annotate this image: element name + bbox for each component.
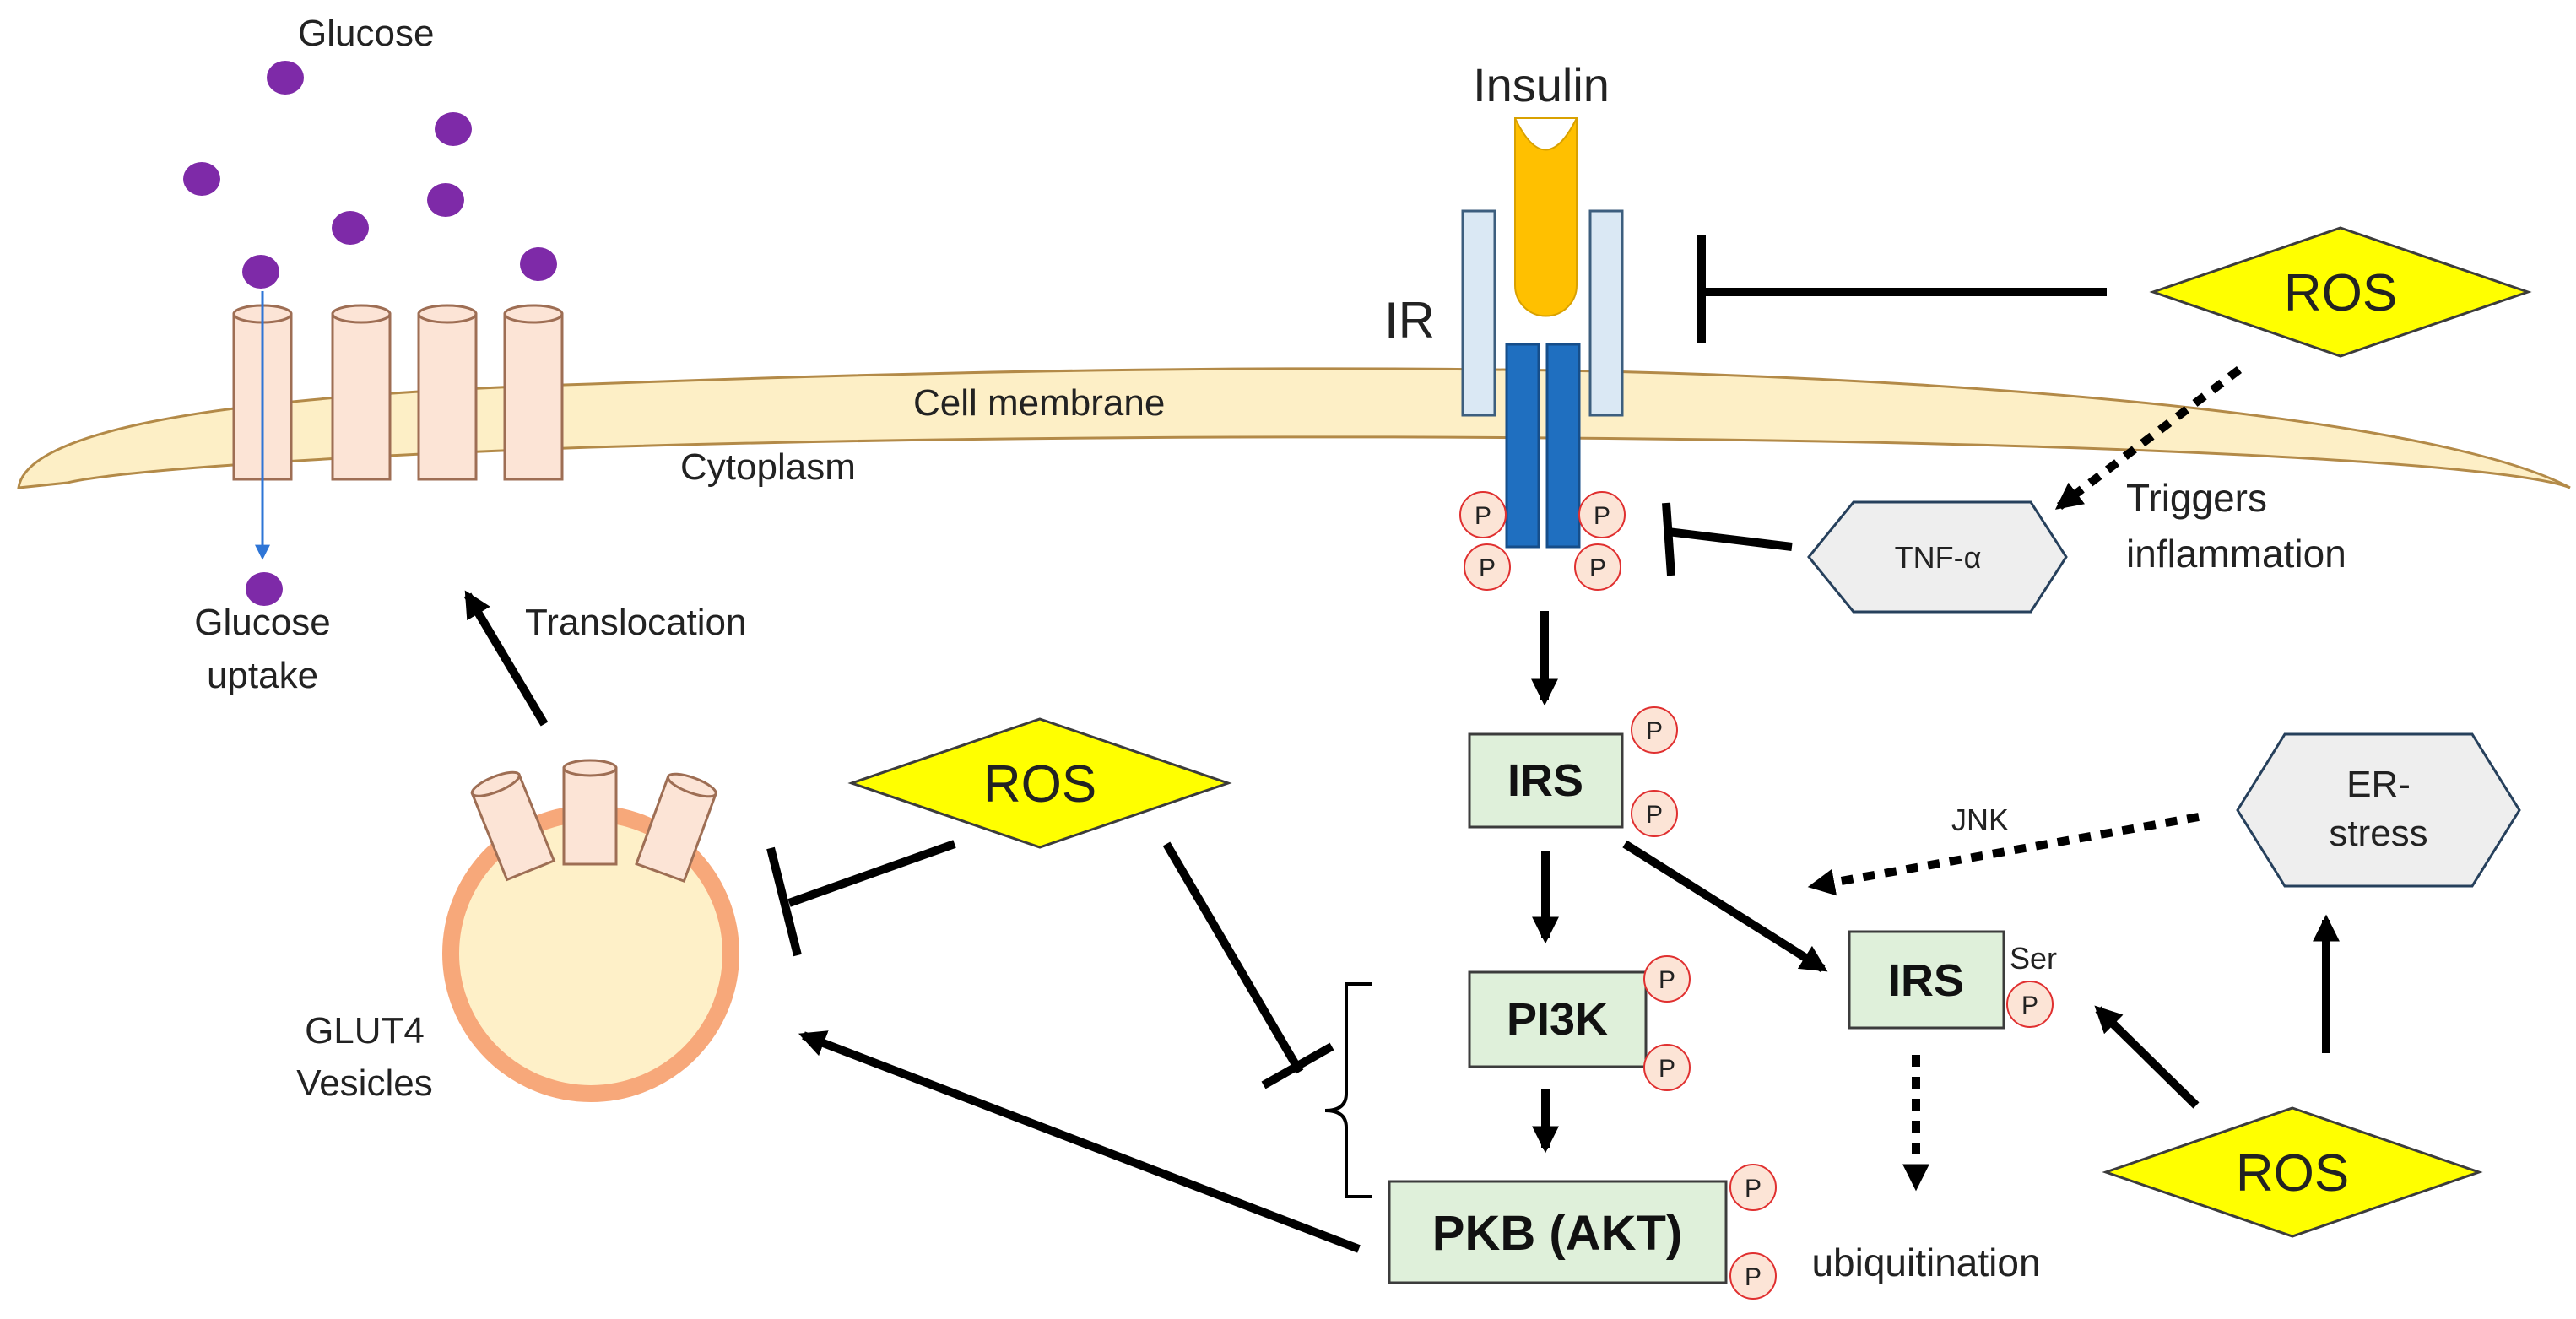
- phospho-circle: P: [1631, 790, 1678, 837]
- pi3k-label: PI3K: [1507, 994, 1608, 1045]
- insulin-label: Insulin: [1473, 58, 1610, 111]
- cytoplasm-label: Cytoplasm: [680, 446, 856, 488]
- receptor-alpha-right: [1588, 209, 1624, 417]
- irs-label: IRS: [1507, 755, 1583, 806]
- phospho-label: P: [1659, 966, 1675, 994]
- vesicle-glut4-channel: [635, 772, 717, 884]
- glut4-channel: [331, 304, 392, 481]
- tnf-alpha-label: TNF-α: [1895, 540, 1982, 575]
- receptor-beta-left: [1505, 343, 1540, 549]
- ros-triggers-tnf-arrow: [2054, 366, 2243, 510]
- irs-ser-label: IRS: [1888, 955, 1964, 1006]
- glut4-label-1: GLUT4: [305, 1010, 425, 1051]
- ubiquitination-label: ubiquitination: [1811, 1241, 2040, 1284]
- glucose-molecule: [332, 211, 369, 245]
- glucose-molecule: [267, 61, 304, 95]
- insulin-molecule: [1514, 117, 1578, 317]
- glucose-molecule: [435, 112, 472, 146]
- glucose-molecule: [242, 255, 279, 289]
- ros-bottom-label: ROS: [2236, 1144, 2349, 1203]
- phospho-circle: P: [1643, 1044, 1691, 1091]
- glucose-molecules: [183, 61, 557, 289]
- phospho-label: P: [1589, 554, 1606, 582]
- phospho-circle: P: [1631, 706, 1678, 754]
- phospho-circle: P: [1578, 491, 1626, 538]
- phospho-label: P: [1594, 502, 1610, 530]
- receptor-alpha-left: [1461, 209, 1496, 417]
- pkb-to-glut4-arrow: [798, 1030, 1361, 1253]
- phospho-label: P: [1475, 502, 1491, 530]
- phospho-circle: P: [2006, 981, 2054, 1028]
- pkb-akt-box: [1388, 1180, 1728, 1284]
- phospho-circle: P: [1729, 1164, 1777, 1211]
- phospho-label: P: [1479, 554, 1496, 582]
- irs-ser-box: [1848, 930, 2005, 1030]
- glucose-uptake-label-2: uptake: [207, 655, 318, 696]
- translocation-arrow: [463, 590, 549, 727]
- ros-top-label: ROS: [2284, 264, 2397, 322]
- ros-diamond-bottom: [2102, 1106, 2483, 1238]
- ir-label: IR: [1384, 292, 1435, 349]
- phospho-label: P: [1745, 1263, 1762, 1291]
- jnk-label: JNK: [1951, 803, 2009, 837]
- phospho-label: P: [1646, 717, 1663, 745]
- glut4-label-2: Vesicles: [296, 1062, 432, 1104]
- tnf-alpha-hexagon: [1807, 500, 2068, 614]
- vesicle-glut4-channel: [562, 759, 618, 866]
- ros-to-irs-ser-arrow: [2094, 1005, 2200, 1109]
- glucose-molecule-inside: [246, 572, 283, 606]
- pkb-akt-label: PKB (AKT): [1432, 1206, 1682, 1261]
- cell-membrane-label: Cell membrane: [913, 382, 1165, 424]
- phospho-circle: P: [1729, 1252, 1777, 1300]
- receptor-phosphorylations: P P P P: [1459, 491, 1626, 591]
- glut4-channels: [232, 304, 564, 481]
- inhibition-bar: [1662, 502, 1675, 576]
- glucose-molecule: [520, 247, 557, 281]
- inhibition-bar: [1261, 1042, 1334, 1089]
- phospho-circle: P: [1459, 491, 1507, 538]
- insulin-receptor: [1461, 209, 1624, 549]
- glucose-label: Glucose: [298, 13, 434, 54]
- phospho-label: P: [1745, 1175, 1762, 1203]
- triggers-label-1: Triggers: [2126, 476, 2267, 520]
- vesicle-glut4-channel: [470, 770, 556, 882]
- phospho-circle: P: [1464, 543, 1511, 591]
- triggers-label-2: inflammation: [2126, 532, 2346, 576]
- ros-diamond-top: [2149, 226, 2532, 358]
- phospho-label: P: [1659, 1055, 1675, 1083]
- inhibition-bar: [766, 846, 802, 957]
- receptor-beta-right: [1545, 343, 1581, 549]
- glut4-channel: [503, 304, 564, 481]
- tnf-inhibits-receptor: [1667, 527, 1793, 551]
- translocation-label: Translocation: [525, 602, 747, 643]
- ros-diamond-left: [847, 717, 1232, 849]
- phospho-circle: P: [1643, 955, 1691, 1003]
- pi3k-box: [1468, 970, 1648, 1068]
- ros-inhibits-glut4: [787, 840, 956, 907]
- er-stress-label-1: ER-: [2346, 764, 2411, 805]
- cell-membrane: [17, 367, 2571, 489]
- er-stress-label-2: stress: [2329, 813, 2427, 854]
- ros-left-label: ROS: [983, 755, 1096, 814]
- irs-box: [1468, 732, 1624, 829]
- glucose-uptake-label-1: Glucose: [194, 602, 330, 643]
- er-stress-hexagon: [2236, 732, 2521, 888]
- glucose-molecule: [427, 183, 464, 217]
- phospho-label: P: [2021, 992, 2038, 1019]
- ser-label: Ser: [2010, 941, 2057, 976]
- irs-to-irs-ser-arrow: [1622, 840, 1828, 973]
- glut4-channel: [417, 304, 478, 481]
- pi3k-pkb-bracket: [1324, 982, 1372, 1198]
- phospho-label: P: [1646, 801, 1663, 829]
- ros-inhibits-pi3k-pkb: [1162, 841, 1304, 1074]
- phospho-circle: P: [1574, 543, 1621, 591]
- glucose-molecule: [183, 162, 220, 196]
